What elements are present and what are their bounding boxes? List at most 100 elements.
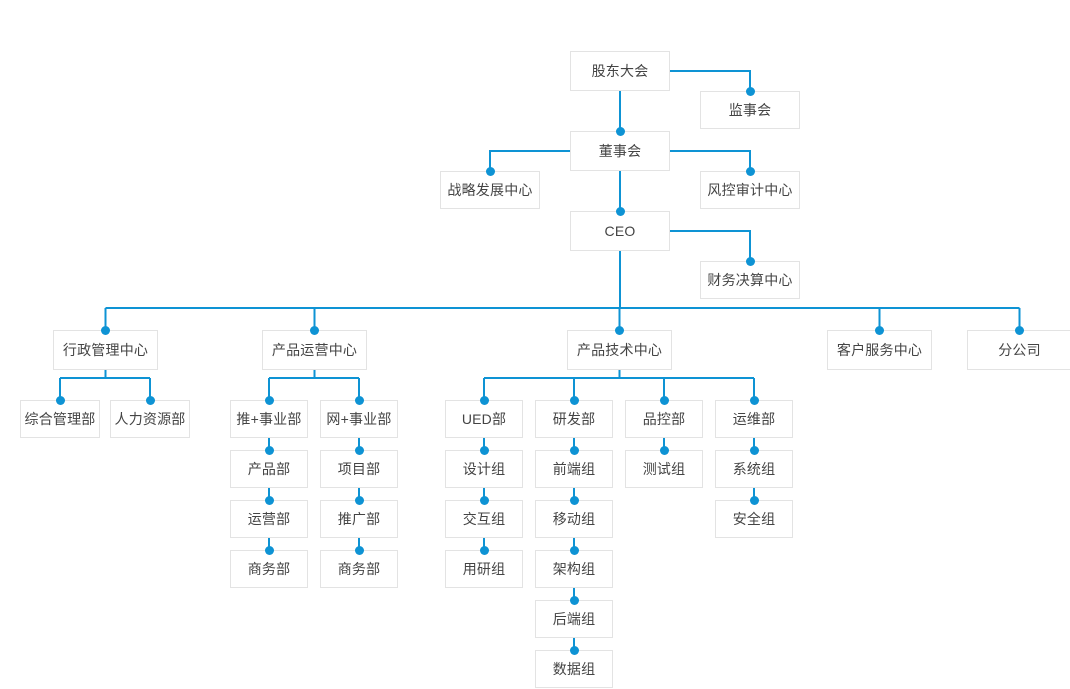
org-node-label: 推+事业部 <box>236 411 302 427</box>
org-node-label: 项目部 <box>337 461 381 477</box>
org-node-label: 产品技术中心 <box>576 342 663 358</box>
org-node-label: 监事会 <box>728 102 772 118</box>
org-node-finance-center[interactable]: 财务决算中心 <box>700 261 800 299</box>
org-node-label: 产品部 <box>247 461 291 477</box>
org-node-ops-business-1[interactable]: 商务部 <box>230 550 308 588</box>
org-node-label: 财务决算中心 <box>707 272 793 288</box>
org-node-label: 产品运营中心 <box>271 342 358 358</box>
org-node-tech-security[interactable]: 安全组 <box>715 500 793 538</box>
org-node-label: 安全组 <box>732 511 776 527</box>
connector-dot-board <box>615 126 625 136</box>
org-node-ops-wang[interactable]: 网+事业部 <box>320 400 398 438</box>
org-node-label: 商务部 <box>247 561 291 577</box>
connector-dot-product-ops-center <box>310 325 319 335</box>
connector-dot-tech-ops <box>749 395 759 405</box>
connector-dot-supervisory <box>745 86 755 96</box>
org-node-label: 后端组 <box>552 611 596 627</box>
connector-dot-tech-design <box>479 445 489 455</box>
org-node-tech-mobile[interactable]: 移动组 <box>535 500 613 538</box>
org-node-admin-hr[interactable]: 人力资源部 <box>110 400 190 438</box>
connector-dot-customer-center <box>875 325 884 335</box>
org-node-supervisory[interactable]: 监事会 <box>700 91 800 129</box>
connector-dot-tech-rd <box>569 395 579 405</box>
org-node-label: 研发部 <box>552 411 596 427</box>
org-node-ceo[interactable]: CEO <box>570 211 670 251</box>
org-node-tech-design[interactable]: 设计组 <box>445 450 523 488</box>
org-node-tech-interaction[interactable]: 交互组 <box>445 500 523 538</box>
org-node-label: 董事会 <box>598 143 642 159</box>
org-node-label: 推广部 <box>337 511 381 527</box>
org-node-label: 人力资源部 <box>114 411 186 427</box>
connector-dot-ops-product <box>264 445 274 455</box>
connector-dot-finance-center <box>745 256 755 266</box>
connector-dot-ops-wang <box>354 395 364 405</box>
org-node-ops-promotion[interactable]: 推广部 <box>320 500 398 538</box>
org-node-label: 品控部 <box>642 411 686 427</box>
org-node-customer-center[interactable]: 客户服务中心 <box>827 330 932 370</box>
org-node-shareholders[interactable]: 股东大会 <box>570 51 670 91</box>
org-node-tech-frontend[interactable]: 前端组 <box>535 450 613 488</box>
org-node-tech-qa[interactable]: 品控部 <box>625 400 703 438</box>
org-node-label: CEO <box>604 223 636 239</box>
org-node-label: 交互组 <box>462 511 506 527</box>
org-node-label: 客户服务中心 <box>836 342 923 358</box>
org-node-label: 风控审计中心 <box>707 182 793 198</box>
connector-dot-ops-operation <box>264 495 274 505</box>
org-node-ops-project[interactable]: 项目部 <box>320 450 398 488</box>
org-node-tech-test[interactable]: 测试组 <box>625 450 703 488</box>
org-node-admin-center[interactable]: 行政管理中心 <box>53 330 158 370</box>
connector-dot-tech-mobile <box>569 495 579 505</box>
org-node-tech-ued[interactable]: UED部 <box>445 400 523 438</box>
connector-dot-ops-business-1 <box>264 545 274 555</box>
org-node-board[interactable]: 董事会 <box>570 131 670 171</box>
org-node-tech-architecture[interactable]: 架构组 <box>535 550 613 588</box>
connector-dot-product-tech-center <box>615 325 624 335</box>
org-node-ops-product[interactable]: 产品部 <box>230 450 308 488</box>
org-node-tech-data[interactable]: 数据组 <box>535 650 613 688</box>
connector-dot-admin-hr <box>145 395 155 405</box>
org-node-label: 战略发展中心 <box>447 182 533 198</box>
org-node-tech-system[interactable]: 系统组 <box>715 450 793 488</box>
connector-dot-ops-business-2 <box>354 545 364 555</box>
org-node-label: 架构组 <box>552 561 596 577</box>
org-node-tech-ops[interactable]: 运维部 <box>715 400 793 438</box>
org-node-label: 行政管理中心 <box>62 342 149 358</box>
org-node-ops-tui[interactable]: 推+事业部 <box>230 400 308 438</box>
org-node-label: 网+事业部 <box>326 411 392 427</box>
connector-dot-tech-architecture <box>569 545 579 555</box>
connector-dot-ops-promotion <box>354 495 364 505</box>
org-node-label: 股东大会 <box>591 63 649 79</box>
org-node-tech-backend[interactable]: 后端组 <box>535 600 613 638</box>
org-node-ops-operation[interactable]: 运营部 <box>230 500 308 538</box>
connector-dot-tech-ued <box>479 395 489 405</box>
org-node-label: 商务部 <box>337 561 381 577</box>
org-node-product-ops-center[interactable]: 产品运营中心 <box>262 330 367 370</box>
connector-dot-tech-system <box>749 445 759 455</box>
org-node-product-tech-center[interactable]: 产品技术中心 <box>567 330 672 370</box>
connector-dot-ops-project <box>354 445 364 455</box>
org-node-branch-company[interactable]: 分公司 <box>967 330 1070 370</box>
org-node-label: 综合管理部 <box>24 411 96 427</box>
org-node-strategy-center[interactable]: 战略发展中心 <box>440 171 540 209</box>
org-node-label: 前端组 <box>552 461 596 477</box>
org-node-tech-rd[interactable]: 研发部 <box>535 400 613 438</box>
connector-dot-tech-user-research <box>479 545 489 555</box>
connector-dot-admin-general <box>55 395 65 405</box>
connector-dot-branch-company <box>1015 325 1024 335</box>
connector-dot-risk-audit-center <box>745 166 755 176</box>
connector-dot-admin-center <box>101 325 110 335</box>
org-node-ops-business-2[interactable]: 商务部 <box>320 550 398 588</box>
org-node-label: 分公司 <box>998 342 1041 358</box>
org-node-label: 移动组 <box>552 511 596 527</box>
org-node-label: 运维部 <box>732 411 776 427</box>
org-node-label: 用研组 <box>462 561 506 577</box>
org-node-label: UED部 <box>461 411 507 427</box>
connector-dot-tech-backend <box>569 595 579 605</box>
org-node-risk-audit-center[interactable]: 风控审计中心 <box>700 171 800 209</box>
org-node-admin-general[interactable]: 综合管理部 <box>20 400 100 438</box>
connector-dot-strategy-center <box>485 166 495 176</box>
connector-dot-tech-security <box>749 495 759 505</box>
connector-dot-tech-data <box>569 645 579 655</box>
org-node-tech-user-research[interactable]: 用研组 <box>445 550 523 588</box>
